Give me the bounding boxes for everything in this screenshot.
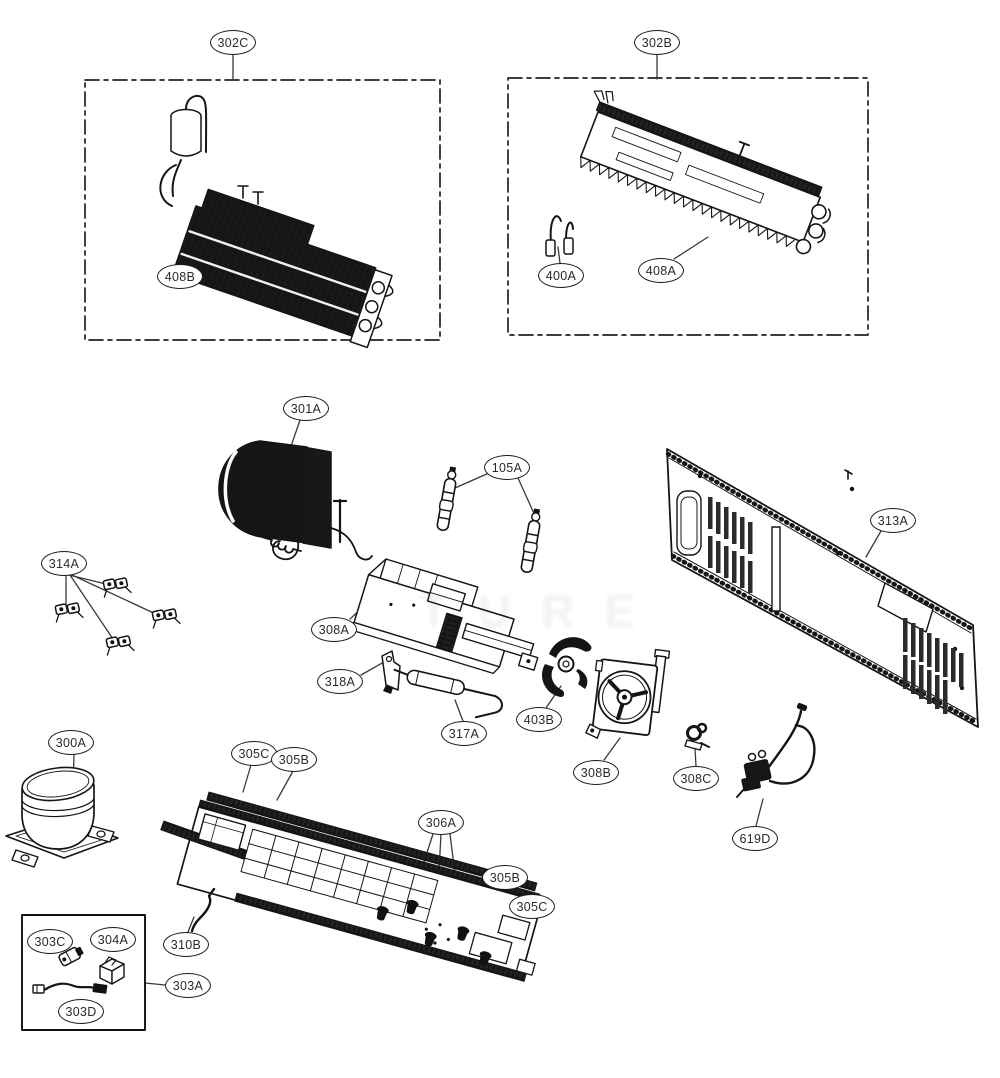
watermark: TURE [420,585,666,637]
callout-305B-2: 305B [482,865,528,890]
drier-317A-drawing [393,668,503,719]
callout-301A: 301A [283,396,329,421]
callout-306A: 306A [418,810,464,835]
callout-304A: 304A [90,927,136,952]
callout-313A: 313A [870,508,916,533]
callout-303D: 303D [58,999,104,1024]
callout-308A: 308A [311,617,357,642]
fan-shroud-308B-drawing [585,648,671,739]
callout-302C: 302C [210,30,256,55]
callout-302B: 302B [634,30,680,55]
rear-panel-313A-drawing [665,448,980,728]
callout-308C: 308C [673,766,719,791]
sensor-105A-right-drawing [520,508,541,574]
callout-305B-1: 305B [271,747,317,772]
tube-310B-drawing [190,887,216,933]
sensor-clip-400A-drawing [545,215,574,257]
callout-303C: 303C [27,929,73,954]
callout-300A: 300A [48,730,94,755]
callout-305C-2: 305C [509,894,555,919]
compressor-300A-drawing [5,766,119,868]
callout-305C-1: 305C [231,741,277,766]
callout-314A: 314A [41,551,87,576]
evaporator-408A-drawing [545,90,831,257]
wire-harness-303D-drawing [32,982,108,994]
evaporator-408B-drawing [159,94,394,349]
clips-314A-drawing [52,575,181,657]
section-box-302B [507,77,869,336]
callout-105A: 105A [484,455,530,480]
fan-blade-403B-drawing [542,637,592,697]
callout-400A: 400A [538,263,584,288]
bracket-318A-drawing [381,650,401,694]
callout-408A: 408A [638,258,684,283]
callout-408B: 408B [157,264,203,289]
callout-318A: 318A [317,669,363,694]
overload-304A-drawing [99,956,125,985]
callout-310B: 310B [163,932,209,957]
callout-403B: 403B [516,707,562,732]
callout-303A: 303A [165,973,211,998]
tray-308A-drawing [347,558,539,675]
section-box-302C [84,79,441,341]
valve-619D-drawing [736,702,816,798]
condenser-301A-drawing [218,440,373,561]
callout-619D: 619D [732,826,778,851]
relay-303C-drawing [58,946,84,967]
sensor-105A-left-drawing [436,466,457,532]
callout-317A: 317A [441,721,487,746]
motor-308C-drawing [684,722,710,751]
base-plate-drawing [160,791,543,982]
callout-308B: 308B [573,760,619,785]
